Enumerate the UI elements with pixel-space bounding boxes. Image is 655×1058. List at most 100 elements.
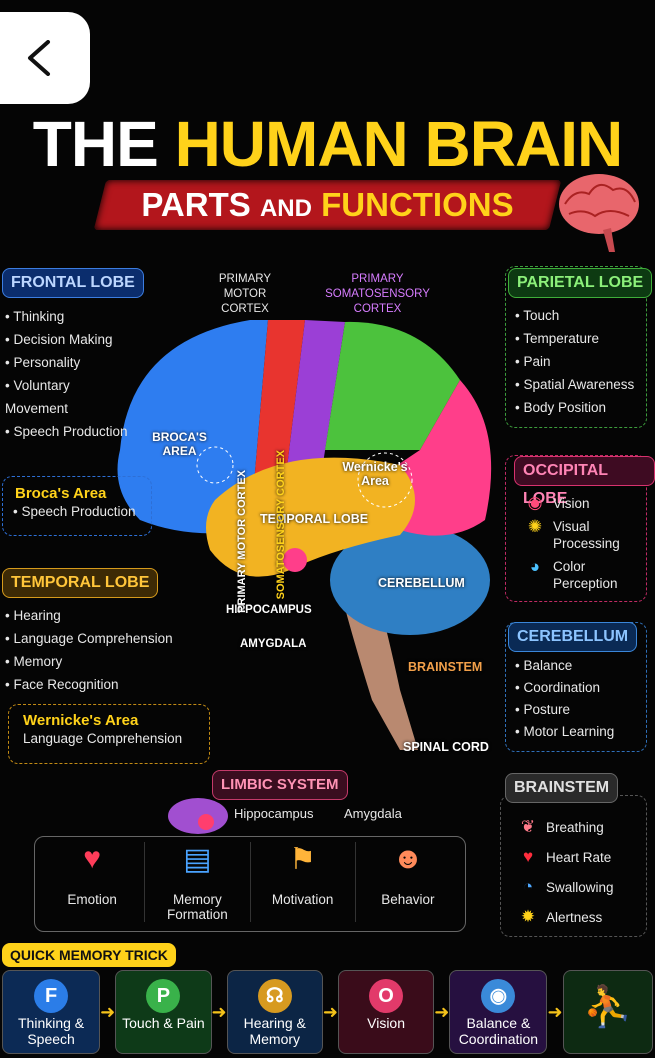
- arrow-icon: ➜: [547, 1001, 563, 1022]
- occipital-box: [505, 455, 647, 602]
- brainstem-list: ❦Breathing ♥Heart Rate ◔Swallowing ✹Aler…: [518, 812, 614, 932]
- list-item: Voluntary Movement: [5, 374, 135, 420]
- memory-icon: ▤: [183, 843, 212, 876]
- list-item: Speech Production: [5, 420, 135, 443]
- list-item: ❦Breathing: [518, 812, 614, 842]
- limbic-item-emotion: ♥Emotion: [40, 842, 144, 922]
- lungs-icon: ❦: [520, 817, 536, 836]
- page-title: THE HUMAN BRAIN: [32, 108, 623, 180]
- broca-brain-label: BROCA'S AREA: [152, 430, 207, 458]
- list-item: Posture: [515, 699, 645, 721]
- list-item: ◕Color Perception: [525, 558, 628, 592]
- trick-item-b: ⛹: [562, 970, 654, 1054]
- wernicke-brain-label: Wernicke's Area: [342, 460, 408, 488]
- list-item: ♥Heart Rate: [518, 842, 614, 872]
- list-item: ✺Visual Processing: [525, 518, 628, 552]
- parietal-lobe-title: PARIETAL LOBE: [508, 268, 653, 298]
- wernicke-title: Wernicke's Area: [23, 712, 139, 729]
- limbic-item-behavior: ☻Behavior: [354, 842, 460, 922]
- list-item: Personality: [5, 351, 135, 374]
- cerebellum-title: CEREBELLUM: [508, 622, 638, 652]
- arrow-icon: ➜: [322, 1001, 338, 1022]
- arrow-icon: ➜: [100, 1001, 116, 1022]
- primary-somato-label: PRIMARY SOMATOSENSORY CORTEX: [325, 273, 430, 315]
- alert-icon: ✹: [520, 907, 536, 926]
- frontal-lobe-list: Thinking Decision Making Personality Vol…: [5, 305, 135, 443]
- parietal-lobe-list: Touch Temperature Pain Spatial Awareness…: [515, 304, 645, 419]
- palette-icon: ◕: [529, 557, 541, 576]
- ear-icon: ☊: [257, 979, 292, 1013]
- list-item: ✹Alertness: [518, 902, 614, 932]
- amygdala-brain-label: AMYGDALA: [240, 638, 307, 650]
- list-item: Coordination: [515, 677, 645, 699]
- frontal-lobe-title: FRONTAL LOBE: [2, 268, 144, 298]
- limbic-functions-box: [34, 836, 466, 932]
- list-item: ◔Swallowing: [518, 872, 614, 902]
- throat-icon: ◔: [522, 877, 534, 896]
- motor-strip-label: PRIMARY MOTOR CORTEX: [236, 470, 248, 613]
- list-item: Face Recognition: [5, 673, 205, 696]
- back-button[interactable]: [0, 12, 90, 104]
- limbic-functions: ♥Emotion ▤Memory Formation ⚑Motivation ☻…: [40, 842, 460, 922]
- occipital-lobe-shape: [390, 380, 492, 536]
- list-item: Memory: [5, 650, 205, 673]
- arrow-icon: ➜: [211, 1001, 227, 1022]
- list-item: Temperature: [515, 327, 645, 350]
- list-item: Hearing: [5, 604, 205, 627]
- temporal-lobe-title: TEMPORAL LOBE: [2, 568, 159, 598]
- cerebellum-shape: [330, 525, 490, 635]
- subtitle: PARTS AND FUNCTIONS: [141, 186, 514, 223]
- occipital-lobe-title: OCCIPITAL LOBE: [514, 456, 655, 507]
- trick-title: QUICK MEMORY TRICK: [2, 943, 176, 967]
- list-item: Touch: [515, 304, 645, 327]
- list-item: Motor Learning: [515, 721, 645, 743]
- eye-icon: ◉: [527, 493, 543, 512]
- wernicke-desc: Language Comprehension: [23, 731, 183, 746]
- occipital-list: ◉Vision ✺Visual Processing ◕Color Percep…: [525, 494, 628, 592]
- parietal-lobe-shape: [325, 321, 460, 450]
- hippocampus-brain-label: HIPPOCAMPUS: [226, 604, 312, 616]
- temporal-lobe-shape: [206, 457, 415, 577]
- cerebellum-brain-label: CEREBELLUM: [378, 576, 465, 590]
- parietal-box: [505, 266, 647, 428]
- balance-figure-icon: ⛹: [582, 985, 633, 1029]
- list-item: Spatial Awareness: [515, 373, 645, 396]
- temporal-brain-label: TEMPORAL LOBE: [260, 512, 369, 526]
- broca-box: Broca's Area • Speech Production: [2, 476, 152, 536]
- brain-illustration: [117, 320, 492, 750]
- heart-icon: ♥: [522, 847, 534, 866]
- list-item: Body Position: [515, 396, 645, 419]
- climber-icon: ⚑: [289, 843, 317, 876]
- brainstem-title: BRAINSTEM: [505, 773, 619, 803]
- limbic-hippocampus: Hippocampus: [234, 806, 314, 821]
- brainstem-brain-label: BRAINSTEM: [408, 660, 483, 674]
- spinal-cord-label: SPINAL CORD: [403, 740, 489, 754]
- limbic-brain-icon: [168, 798, 228, 834]
- primary-motor-label: PRIMARY MOTOR CORTEX: [218, 273, 272, 315]
- wernicke-box: Wernicke's Area Language Comprehension: [8, 704, 210, 764]
- cerebellum-list: Balance Coordination Posture Motor Learn…: [515, 655, 645, 743]
- broca-desc: • Speech Production: [13, 504, 136, 519]
- trick-item-c: ◉Balance & Coordination: [449, 970, 548, 1054]
- limbic-title: LIMBIC SYSTEM: [212, 770, 348, 800]
- list-item: Balance: [515, 655, 645, 677]
- list-item: ◉Vision: [525, 494, 628, 512]
- limbic-item-memory: ▤Memory Formation: [144, 842, 249, 922]
- somato-strip-label: SOMATOSENSORY CORTEX: [275, 450, 287, 600]
- chevron-left-icon: [28, 40, 50, 76]
- broca-title: Broca's Area: [15, 485, 107, 502]
- list-item: Thinking: [5, 305, 135, 328]
- list-item: Decision Making: [5, 328, 135, 351]
- sun-icon: ✺: [527, 517, 543, 536]
- eye-icon: ◉: [481, 979, 516, 1013]
- trick-item-t: ☊Hearing & Memory: [226, 970, 323, 1054]
- head-icon: ☻: [392, 842, 424, 875]
- brain-logo-icon: [559, 174, 639, 252]
- temporal-lobe-list: Hearing Language Comprehension Memory Fa…: [5, 604, 205, 696]
- limbic-amygdala: Amygdala: [344, 806, 402, 821]
- frontal-lobe-shape: [117, 320, 268, 534]
